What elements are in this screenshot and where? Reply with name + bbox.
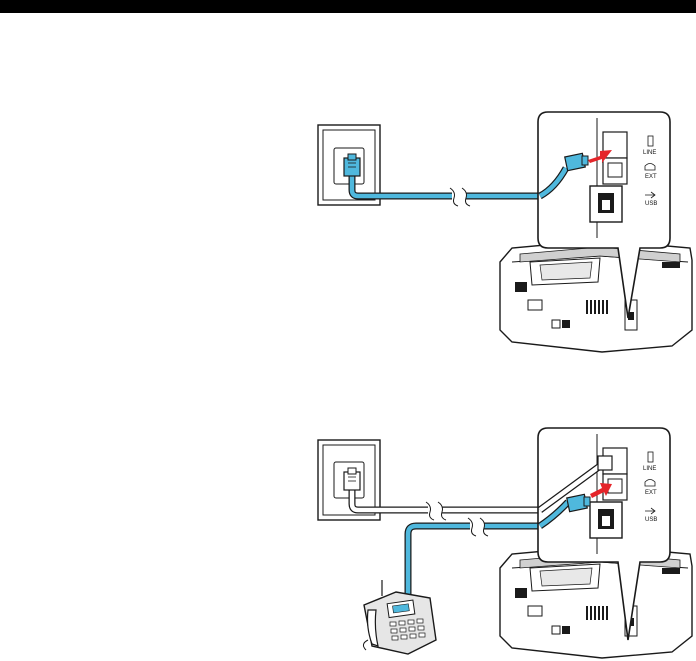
figure-line-connection: LINE EXT USB — [318, 112, 692, 352]
telephone — [363, 580, 436, 654]
line-port-label: LINE — [643, 466, 656, 472]
ext-port-label: EXT — [645, 490, 657, 496]
figure-ext-connection: LINE EXT USB — [318, 428, 692, 658]
printer — [500, 240, 692, 352]
ext-port-label: EXT — [645, 174, 657, 180]
usb-port-label: USB — [645, 201, 657, 207]
line-port-label: LINE — [643, 150, 656, 156]
usb-port-label: USB — [645, 517, 657, 523]
